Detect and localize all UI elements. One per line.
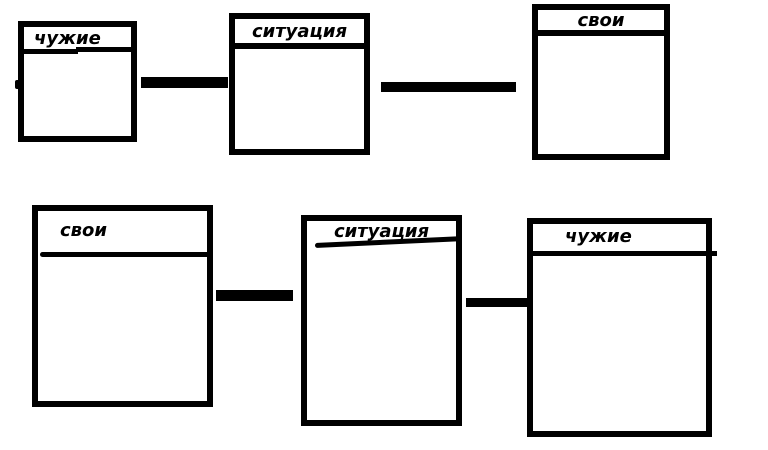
connector-top-left-to-middle [141, 77, 228, 88]
header-separator [76, 47, 133, 52]
header-separator [533, 251, 717, 256]
header-separator [24, 49, 78, 54]
connector-bottom-left-to-middle [216, 290, 293, 301]
header-separator [538, 30, 664, 36]
connector-top-middle-to-right [381, 82, 516, 92]
entity-box-bottom-left: свои [32, 205, 213, 407]
box-label: чужие [34, 28, 101, 49]
entity-box-bottom-right: чужие [527, 218, 717, 437]
entity-box-top-left: чужие [15, 21, 137, 142]
box-label: свои [577, 10, 625, 31]
box-label: ситуация [333, 221, 430, 242]
header-separator [40, 252, 211, 257]
entity-box-top-right: свои [532, 4, 670, 160]
ink-blob [15, 80, 22, 89]
box-label: чужие [565, 226, 632, 247]
entity-box-top-middle: ситуация [229, 13, 370, 155]
header-separator [235, 43, 364, 49]
box-label: ситуация [251, 21, 348, 42]
box-label: свои [60, 220, 108, 241]
connector-bottom-middle-to-right [466, 298, 528, 307]
entity-box-bottom-middle: ситуация [301, 215, 462, 426]
